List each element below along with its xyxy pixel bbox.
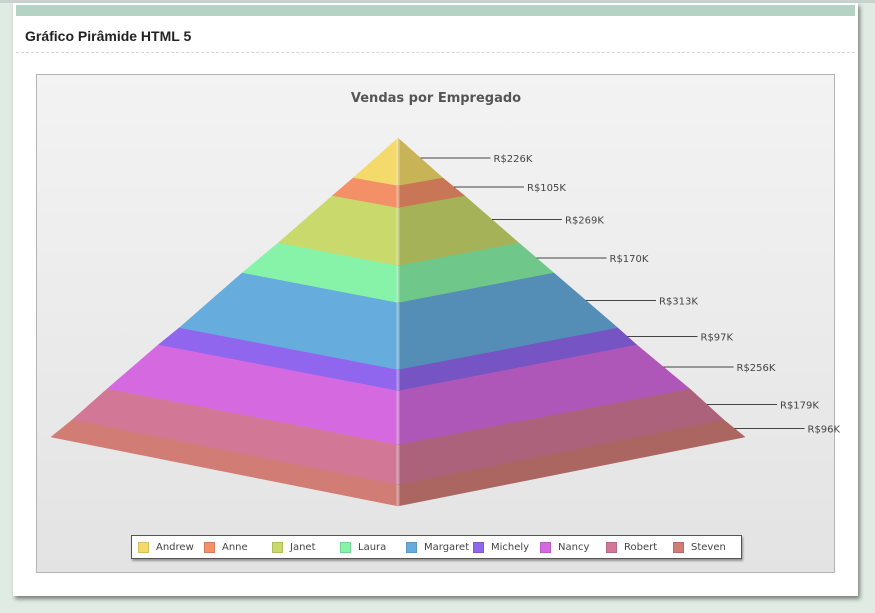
legend-swatch [606, 541, 617, 553]
legend-swatch [340, 541, 351, 553]
legend-label: Andrew [156, 541, 194, 553]
legend-item[interactable]: Nancy [540, 540, 589, 554]
pyramid-layer-side[interactable] [397, 419, 746, 507]
legend-swatch [272, 541, 283, 553]
pyramid-layers [50, 137, 746, 507]
value-label: R$96K [808, 425, 841, 436]
legend-label: Anne [222, 541, 248, 553]
legend-swatch [138, 541, 149, 553]
legend-item[interactable]: Andrew [138, 540, 194, 554]
legend-swatch [473, 541, 484, 553]
legend-swatch [406, 541, 417, 553]
pyramid-layer-side[interactable] [397, 137, 444, 187]
legend-swatch [204, 541, 215, 553]
pyramid-layer-front[interactable] [352, 137, 399, 187]
value-label: R$313K [659, 297, 698, 308]
panel-header-bar [16, 5, 855, 16]
legend-item[interactable]: Anne [204, 540, 248, 554]
panel-divider [16, 52, 855, 53]
legend-item[interactable]: Margaret [406, 540, 469, 554]
legend-label: Robert [624, 541, 658, 553]
value-label: R$97K [701, 333, 734, 344]
legend-swatch [540, 541, 551, 553]
window-top-border [0, 0, 875, 3]
chart-legend: Andrew Anne Janet Laura Margaret Michely Nancy… [131, 535, 742, 559]
value-label: R$105K [527, 183, 566, 194]
value-labels: R$226K R$105K R$269K R$170K R$313K R$97K R$256… [420, 154, 841, 436]
legend-item[interactable]: Janet [272, 540, 316, 554]
legend-label: Laura [358, 541, 387, 553]
chart-title: Vendas por Empregado [351, 91, 521, 106]
value-label: R$179K [780, 401, 819, 412]
value-label: R$256K [737, 363, 776, 374]
legend-label: Margaret [424, 541, 470, 553]
legend-swatch [673, 541, 684, 553]
legend-label: Steven [691, 541, 726, 553]
value-label: R$226K [494, 154, 533, 165]
value-label: R$170K [610, 254, 649, 265]
legend-item[interactable]: Laura [340, 540, 386, 554]
value-label: R$269K [565, 216, 604, 227]
legend-item[interactable]: Steven [673, 540, 726, 554]
legend-item[interactable]: Michely [473, 540, 529, 554]
legend-label: Janet [290, 541, 316, 553]
panel-title: Gráfico Pirâmide HTML 5 [25, 28, 192, 44]
legend-label: Michely [491, 541, 530, 553]
legend-item[interactable]: Robert [606, 540, 657, 554]
legend-label: Nancy [558, 541, 590, 553]
